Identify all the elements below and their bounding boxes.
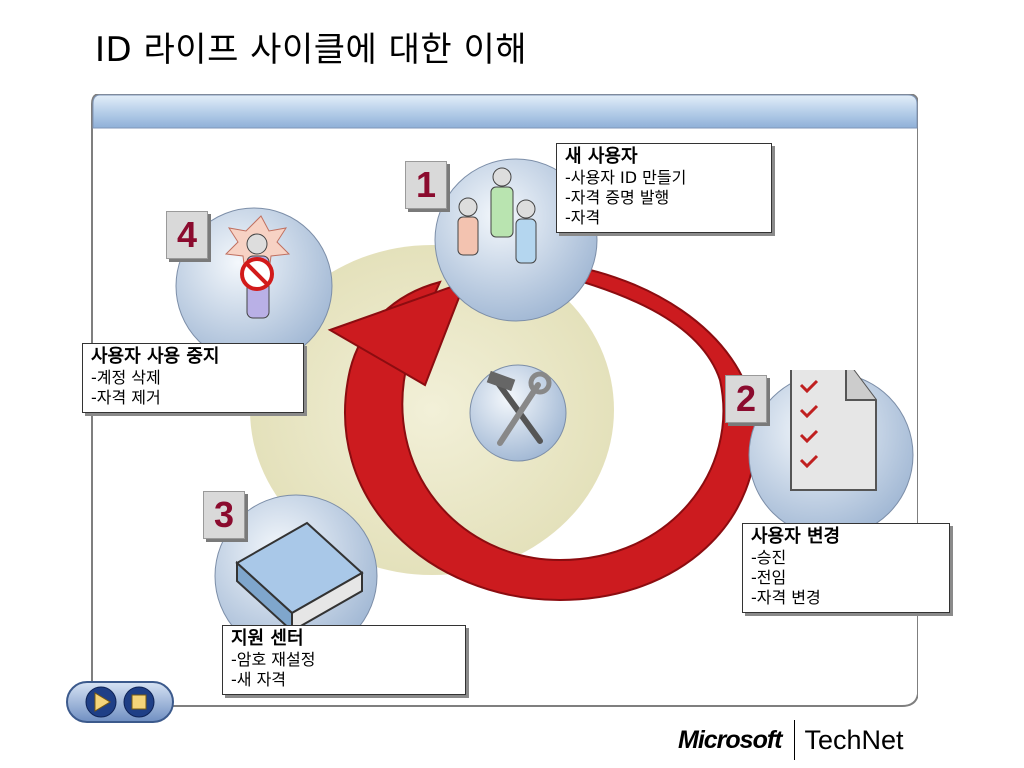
slide-nav-controls — [66, 681, 174, 723]
step2-line-2: -전임 — [751, 568, 941, 588]
step4-heading: 사용자 사용 중지 — [91, 346, 295, 368]
checklist-document-icon — [791, 370, 876, 490]
step1-heading: 새 사용자 — [565, 146, 763, 168]
stop-button[interactable] — [124, 687, 154, 717]
step1-number-badge: 1 — [405, 161, 447, 209]
step4-callout: 사용자 사용 중지 -계정 삭제 -자격 제거 — [82, 343, 304, 413]
step3-line-2: -새 자격 — [231, 670, 457, 690]
step3-heading: 지원 센터 — [231, 628, 457, 650]
step1-line-2: -자격 증명 발행 — [565, 188, 763, 208]
step2-line-3: -자격 변경 — [751, 588, 941, 608]
technet-wordmark: TechNet — [805, 725, 904, 756]
brand-logo: Microsoft TechNet — [678, 718, 904, 762]
play-button[interactable] — [86, 687, 116, 717]
step3-line-1: -암호 재설정 — [231, 650, 457, 670]
step4-line-1: -계정 삭제 — [91, 368, 295, 388]
microsoft-wordmark: Microsoft — [678, 726, 782, 755]
step1-callout: 새 사용자 -사용자 ID 만들기 -자격 증명 발행 -자격 — [556, 143, 772, 233]
step2-number-badge: 2 — [725, 375, 767, 423]
step4-number-badge: 4 — [166, 211, 208, 259]
step2-bubble — [746, 370, 916, 540]
step2-line-1: -승진 — [751, 548, 941, 568]
step4-line-2: -자격 제거 — [91, 388, 295, 408]
step2-callout: 사용자 변경 -승진 -전임 -자격 변경 — [742, 523, 950, 613]
step1-line-3: -자격 — [565, 208, 763, 228]
step3-callout: 지원 센터 -암호 재설정 -새 자격 — [222, 625, 466, 695]
step3-number-badge: 3 — [203, 491, 245, 539]
brand-divider — [794, 720, 795, 760]
step2-heading: 사용자 변경 — [751, 526, 941, 548]
step1-line-1: -사용자 ID 만들기 — [565, 168, 763, 188]
center-bubble — [468, 363, 568, 463]
